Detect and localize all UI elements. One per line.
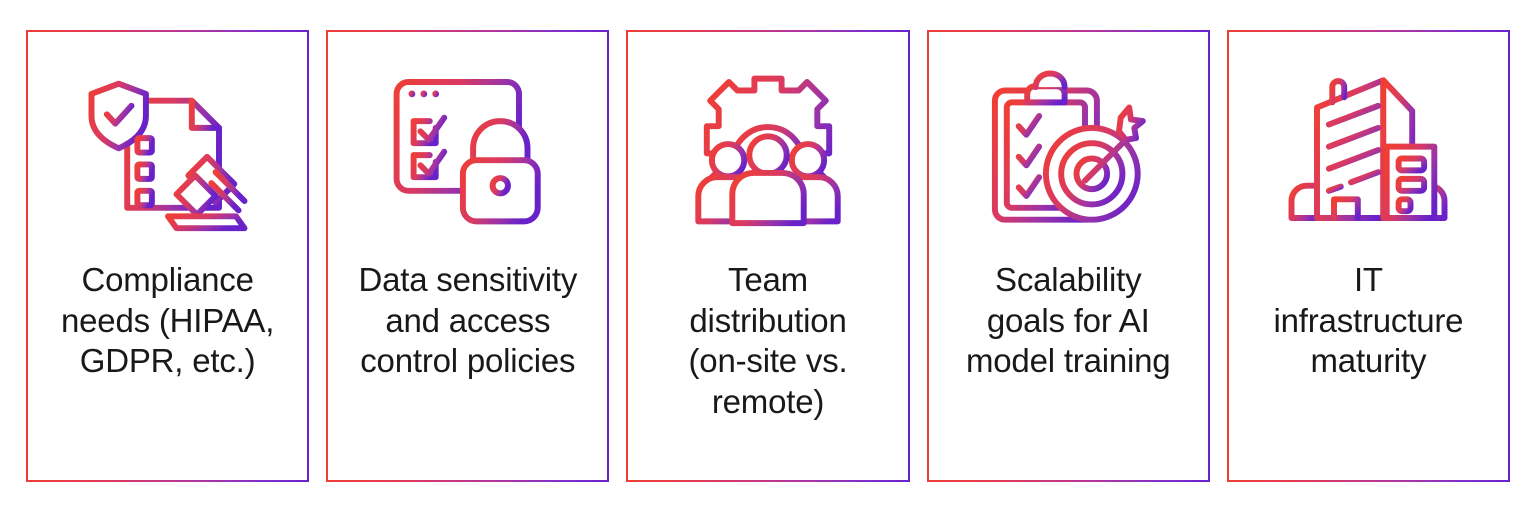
card-label: Team distribution (on-site vs. remote) <box>688 261 848 420</box>
browser-checklist-lock-icon <box>383 64 553 236</box>
card-it-infrastructure[interactable]: IT infrastructure maturity <box>1226 30 1511 482</box>
card-compliance-needs[interactable]: Compliance needs (HIPAA, GDPR, etc.) <box>26 30 310 482</box>
clipboard-target-arrow-icon <box>983 64 1153 236</box>
gear-team-people-icon <box>683 64 853 236</box>
card-team-distribution[interactable]: Team distribution (on-site vs. remote) <box>626 30 910 482</box>
card-label: IT infrastructure maturity <box>1273 261 1464 380</box>
card-data-sensitivity[interactable]: Data sensitivity and access control poli… <box>326 30 610 482</box>
card-scalability-goals[interactable]: Scalability goals for AI model training <box>926 30 1210 482</box>
card-label: Data sensitivity and access control poli… <box>358 261 578 380</box>
card-label: Compliance needs (HIPAA, GDPR, etc.) <box>60 261 275 380</box>
office-buildings-icon <box>1283 64 1453 236</box>
card-label: Scalability goals for AI model training <box>965 261 1171 380</box>
document-shield-gavel-icon <box>83 64 253 236</box>
